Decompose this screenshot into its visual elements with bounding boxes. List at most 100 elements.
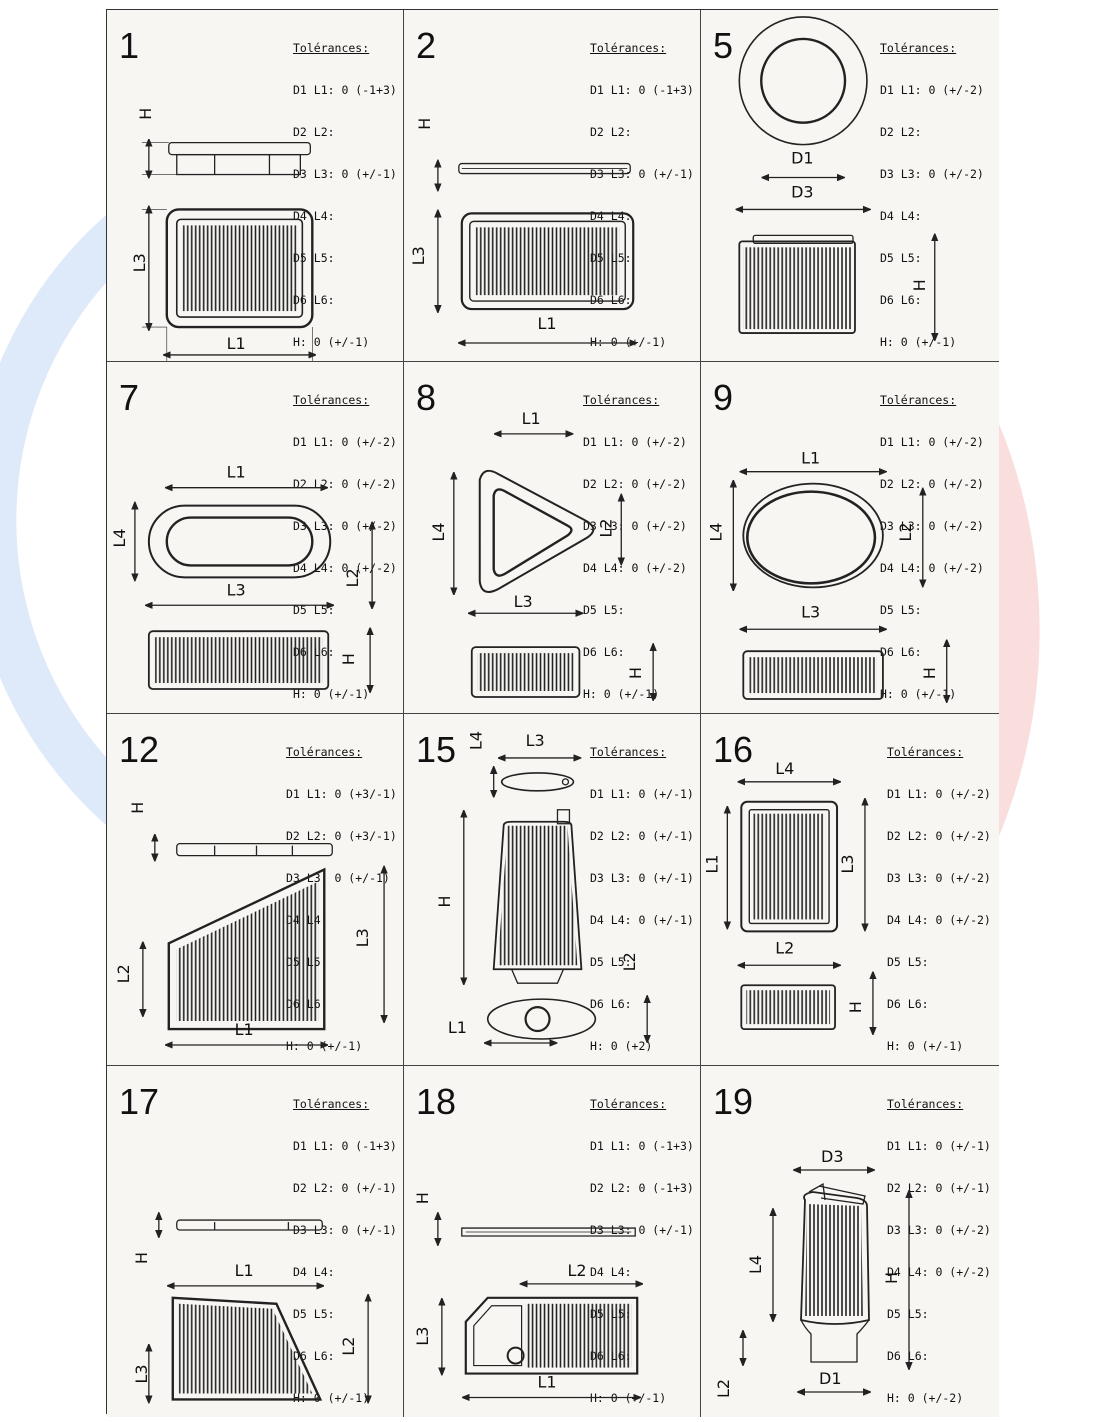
dim-label-l1: L1	[538, 1373, 557, 1392]
tolerance-line: D2 L2:	[293, 125, 335, 139]
tolerance-line: D6 L6:	[590, 997, 632, 1011]
dim-label-l2: L2	[714, 1379, 733, 1398]
tolerance-line: D1 L1: 0 (-1+3)	[590, 1139, 694, 1153]
dim-label-l2: L2	[567, 1261, 586, 1280]
tolerance-line: D3 L3: 0 (+/-1)	[293, 1223, 397, 1237]
dim-label-l2: L2	[775, 938, 794, 957]
filter-top-view	[738, 16, 868, 146]
tolerances-title: Tolérances:	[590, 1097, 667, 1111]
filter-top-view	[464, 1296, 639, 1375]
dim-label-h: H	[846, 1001, 865, 1013]
dim-label-h: H	[136, 108, 155, 120]
tolerance-line: D5 L5:	[887, 955, 929, 969]
dim-label-l4: L4	[746, 1255, 765, 1274]
panel-number: 12	[119, 729, 160, 770]
tolerance-line: D6 L6:	[887, 997, 929, 1011]
tolerance-line: D4 L4: 0 (+/-2)	[887, 1265, 991, 1279]
dim-label-l1: L1	[448, 1018, 467, 1037]
filter-pleats	[475, 227, 620, 296]
panel-number: 8	[416, 377, 437, 418]
panel-number: 19	[713, 1081, 754, 1122]
tolerance-line: D4 L4: 0 (+/-2)	[293, 561, 397, 575]
filter-pleats	[525, 1303, 632, 1368]
tolerance-line: D4 L4: 0 (+/-2)	[880, 561, 984, 575]
filter-side-view	[738, 240, 856, 334]
filter-pleats-side	[746, 990, 831, 1025]
filter-side-view	[176, 1219, 323, 1231]
dim-label-l1: L1	[702, 855, 721, 874]
filter-top-view	[171, 1296, 323, 1401]
filter-top-view	[165, 208, 314, 329]
tolerance-line: H: 0 (+/-1)	[293, 1391, 370, 1405]
dim-label-l2: L2	[620, 952, 639, 971]
filter-drawing: L4 L1 L3 L2 H	[702, 759, 999, 1065]
filter-side-view	[147, 630, 330, 690]
dim-label-d1: D1	[819, 1369, 842, 1388]
filter-drawing: H L3 L2 L1	[114, 802, 403, 1065]
filter-pleats	[749, 657, 877, 694]
dim-label-h: H	[910, 279, 929, 291]
dim-label-l1: L1	[235, 1261, 254, 1280]
filter-side-view	[461, 1227, 636, 1237]
tolerance-line: D2 L2:	[880, 125, 922, 139]
tolerance-line: D3 L3: 0 (+/-1)	[286, 871, 390, 885]
dim-label-h: H	[882, 1272, 901, 1284]
filter-side-view	[740, 984, 836, 1030]
filter-side-view	[742, 650, 884, 700]
tolerances-block: Tolérances: D1 L1: 0 (-1+3) D2 L2: D3 L3…	[293, 13, 397, 361]
filter-drawing: H L3 L1	[130, 108, 403, 361]
tolerances-title: Tolérances:	[880, 41, 957, 55]
filter-pleats	[805, 1204, 863, 1316]
filter-top-view	[147, 504, 332, 579]
tolerance-line: D3 L3: 0 (+/-2)	[880, 167, 984, 181]
tolerance-line: D1 L1: 0 (+/-1)	[887, 1139, 991, 1153]
tolerance-line: D6 L6:	[887, 1349, 929, 1363]
tolerance-line: D3 L3: 0 (+/-1)	[590, 871, 694, 885]
dim-label-l4: L4	[706, 522, 725, 541]
tolerance-line: D2 L2: 0 (+/-2)	[887, 829, 991, 843]
dim-label-d3: D3	[821, 1147, 844, 1166]
tolerance-line: D4 L4:	[590, 1265, 632, 1279]
panel-number: 15	[416, 729, 457, 770]
tolerance-line: H: 0 (+/-1)	[583, 687, 660, 701]
dim-label-h: H	[626, 667, 645, 679]
tolerance-line: D1 L1: 0 (+/-2)	[880, 435, 984, 449]
panel-number: 2	[416, 25, 437, 66]
tolerances-title: Tolérances:	[887, 745, 964, 759]
tolerances-title: Tolérances:	[590, 41, 667, 55]
panel-number: 9	[713, 377, 734, 418]
tolerances-title: Tolérances:	[590, 745, 667, 759]
filter-pleats	[477, 653, 574, 691]
tolerance-line: H: 0 (+/-2)	[887, 1391, 964, 1405]
panel-17: 17 Tolérances: D1 L1: 0 (-1+3) D2 L2: 0 …	[107, 1066, 404, 1417]
tolerance-line: D5 L5:	[880, 251, 922, 265]
filter-dimension-grid: 1 Tolérances: D1 L1: 0 (-1+3) D2 L2: D3 …	[106, 9, 999, 1417]
tolerance-line: D3 L3: 0 (+/-1)	[590, 1223, 694, 1237]
dim-label-d3: D3	[791, 182, 813, 201]
dim-label-l3: L3	[838, 855, 857, 874]
tolerance-line: D1 L1: 0 (-1+3)	[293, 83, 397, 97]
panel-9: 9 Tolérances: D1 L1: 0 (+/-2) D2 L2: 0 (…	[701, 362, 999, 714]
panel-number: 18	[416, 1081, 457, 1122]
filter-top-view	[478, 469, 595, 593]
filter-top-view	[460, 212, 635, 311]
tolerance-line: D4 L4:	[880, 209, 922, 223]
panel-number: 7	[119, 377, 140, 418]
panel-18: 18 Tolérances: D1 L1: 0 (-1+3) D2 L2: 0 …	[404, 1066, 701, 1417]
panel-7: 7 Tolérances: D1 L1: 0 (+/-2) D2 L2: 0 (…	[107, 362, 404, 714]
tolerances-block: Tolérances: D1 L1: 0 (+/-1) D2 L2: 0 (+/…	[887, 1069, 991, 1417]
panel-number: 1	[119, 25, 140, 66]
dim-label-d1: D1	[791, 149, 813, 168]
tolerances-title: Tolérances:	[880, 393, 957, 407]
filter-side-view	[176, 843, 333, 857]
dim-label-h: H	[413, 1192, 432, 1204]
dim-label-l4: L4	[467, 731, 486, 750]
tolerance-line: D5 L5:	[590, 955, 632, 969]
dim-label-h: H	[339, 653, 358, 665]
tolerance-line: D4 L4: 0 (+/-1)	[590, 913, 694, 927]
tolerances-block: Tolérances: D1 L1: 0 (+/-1) D2 L2: 0 (+/…	[590, 717, 694, 1065]
filter-pleats	[178, 1303, 313, 1394]
panel-2: 2 Tolérances: D1 L1: 0 (-1+3) D2 L2: D3 …	[404, 10, 701, 362]
tolerance-line: D3 L3: 0 (+/-2)	[887, 1223, 991, 1237]
dim-label-l3: L3	[132, 1364, 151, 1383]
